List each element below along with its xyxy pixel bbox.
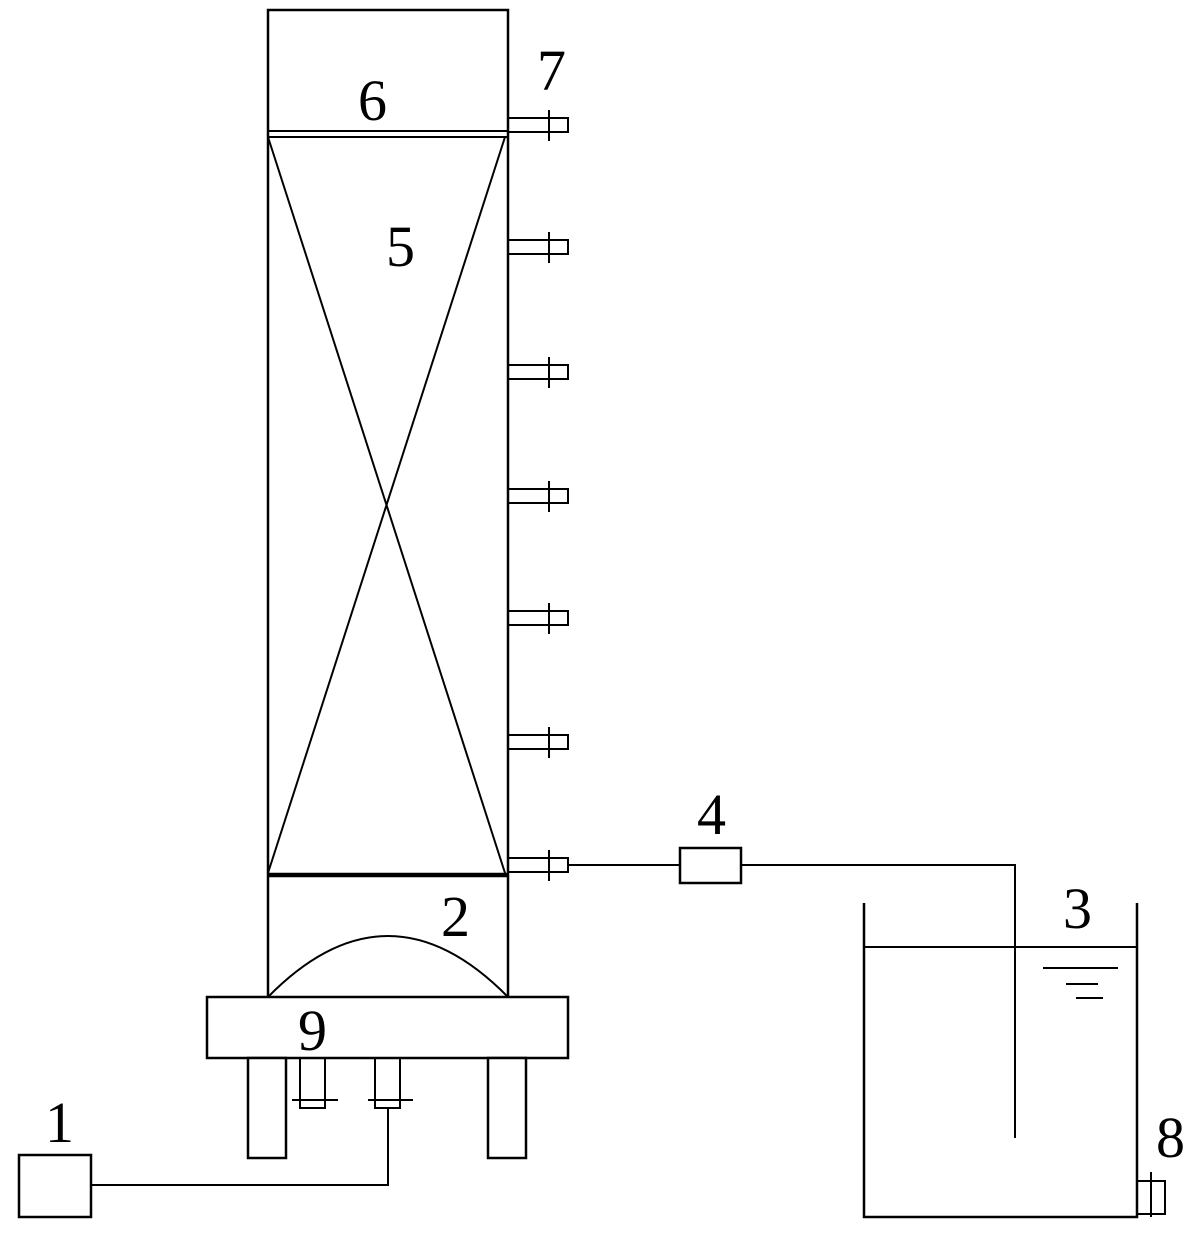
base-leg-left (246, 1056, 288, 1160)
base-support (205, 995, 570, 1160)
label-2: 2 (441, 884, 470, 949)
inlet-pipe-right (368, 1057, 413, 1109)
inlet-pipe-left (292, 1057, 338, 1109)
base-slab (205, 995, 570, 1060)
label-4: 4 (697, 782, 726, 847)
water-level-symbol (1043, 967, 1118, 999)
label-6: 6 (358, 68, 387, 133)
sampling-port (507, 110, 569, 141)
feed-device-box (17, 1153, 93, 1219)
outlet-line-b (741, 864, 1016, 1138)
label-9: 9 (298, 998, 327, 1063)
label-1: 1 (45, 1090, 74, 1155)
column-outline (266, 8, 510, 1000)
distributor-dome (267, 935, 509, 998)
label-7: 7 (537, 38, 566, 103)
label-3: 3 (1063, 876, 1092, 941)
sampling-port (507, 232, 569, 263)
base-leg-right (486, 1056, 528, 1160)
sampling-port (507, 481, 569, 512)
packing-cross (267, 136, 506, 874)
sampling-port (507, 357, 569, 388)
sampling-port (507, 603, 569, 634)
column (266, 8, 510, 1000)
sampling-ports (507, 110, 569, 881)
water-tank (862, 903, 1139, 1219)
tank-outlet-valve (1136, 1172, 1166, 1217)
sampling-port (507, 727, 569, 758)
label-8: 8 (1156, 1105, 1185, 1170)
sampling-port (507, 850, 569, 881)
feed-line (91, 1108, 389, 1186)
label-5: 5 (386, 214, 415, 279)
flow-meter-box (678, 846, 743, 885)
top-plate (268, 130, 508, 138)
